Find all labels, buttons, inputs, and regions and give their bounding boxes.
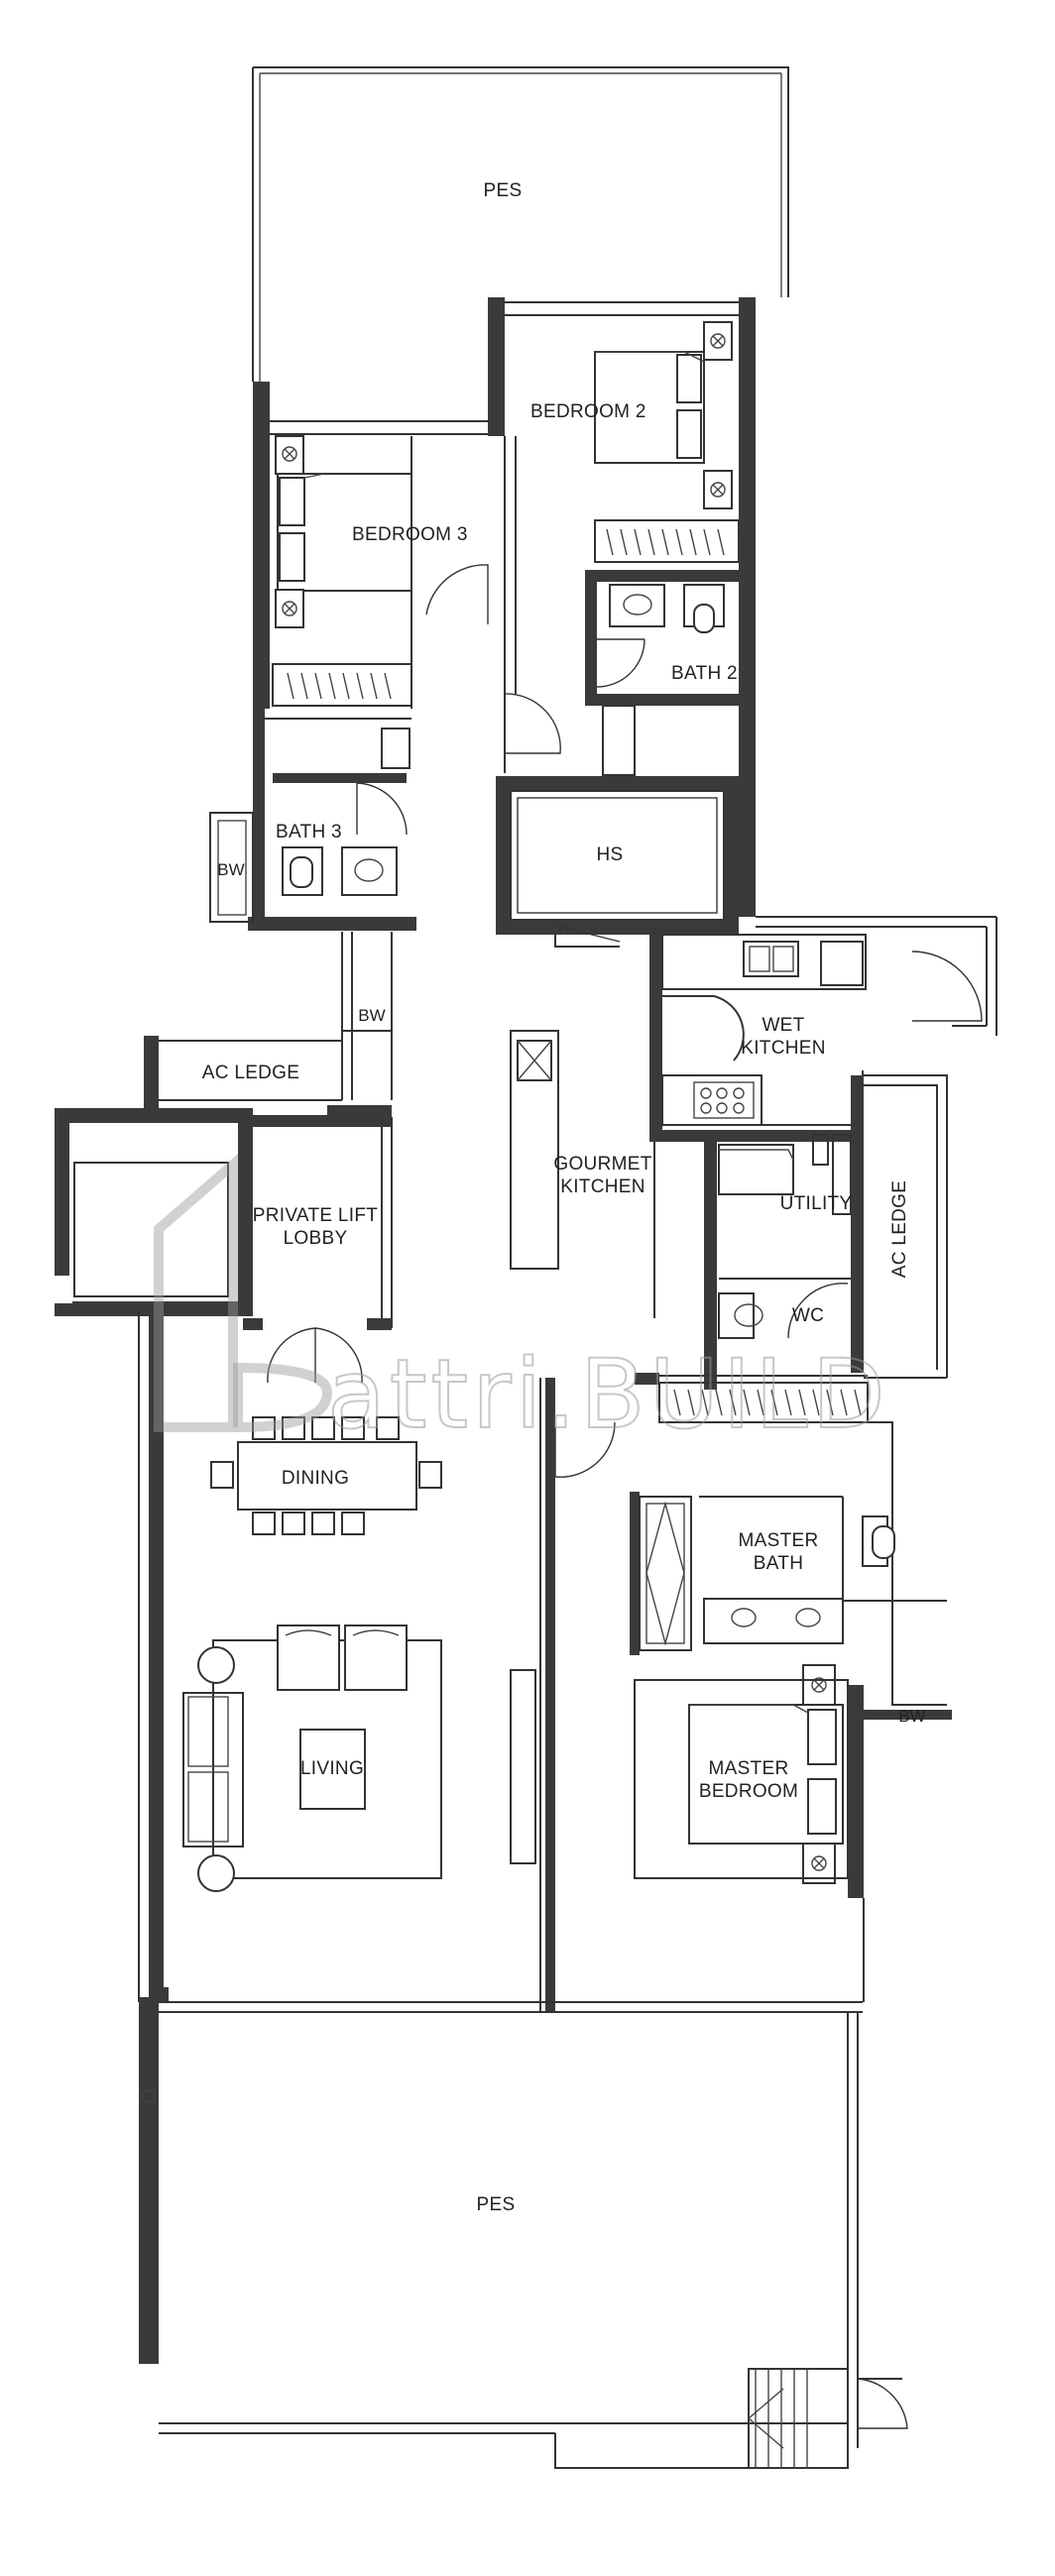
house-outline-icon (154, 1154, 333, 1432)
pes-top-label: PES (484, 180, 523, 201)
living-dining: DINING LIVING (138, 1308, 442, 2002)
ac-ledge-left: AC LEDGE (144, 1036, 392, 1117)
gourmet-kitchen: GOURMET KITCHEN (510, 932, 655, 1318)
hs-room: HS (496, 776, 739, 948)
wet-kitchen-label-1: WET (762, 1015, 804, 1036)
bw-right-label: BW (898, 1707, 925, 1726)
pes-top-area (252, 66, 789, 382)
master-bath-label-2: BATH (754, 1553, 803, 1574)
dining-label: DINING (282, 1468, 349, 1489)
master-entry (539, 1378, 616, 2012)
living-label: LIVING (300, 1758, 364, 1779)
master-bedroom-label-2: BEDROOM (699, 1781, 798, 1802)
bw-corridor-label: BW (358, 1006, 385, 1025)
watermark-text: attri.BUILD (327, 1339, 889, 1450)
bedroom-3-room: BEDROOM 3 (253, 382, 489, 709)
bedroom-2-room: BEDROOM 2 (488, 297, 756, 773)
master-bedroom: MASTER BEDROOM (510, 1664, 865, 2002)
private-lift (45, 1108, 253, 1316)
gourmet-kitchen-label-1: GOURMET (553, 1154, 651, 1175)
corridor-walls: BW (341, 693, 561, 1100)
bedroom-3-label: BEDROOM 3 (352, 524, 468, 545)
bath-2-room: BATH 2 (585, 570, 739, 776)
private-lift-lobby-label-2: LOBBY (284, 1228, 348, 1249)
private-lift-lobby: PRIVATE LIFT LOBBY (243, 1115, 393, 1384)
master-bath: MASTER BATH BW (630, 1492, 952, 1726)
pes-bottom-label: PES (477, 2194, 516, 2215)
ac-ledge-right-label: AC LEDGE (889, 1180, 910, 1279)
ac-ledge-left-label: AC LEDGE (202, 1063, 300, 1083)
bath-2-label: BATH 2 (671, 663, 738, 684)
master-bath-label-1: MASTER (739, 1530, 819, 1551)
pes-bottom-area: PES (139, 1987, 908, 2469)
watermark: attri.BUILD (154, 1154, 889, 1451)
bw-left-label: BW (217, 860, 244, 879)
master-wardrobe (635, 1373, 947, 1706)
utility-label: UTILITY (780, 1193, 853, 1214)
bath-3-room: BATH 3 BW (209, 709, 416, 931)
master-bedroom-label-1: MASTER (709, 1758, 789, 1779)
wet-kitchen-label-2: KITCHEN (741, 1038, 826, 1059)
bath-3-label: BATH 3 (276, 822, 342, 842)
utility-room: UTILITY WC (704, 1075, 864, 1390)
hs-label: HS (597, 844, 624, 865)
bedroom-2-label: BEDROOM 2 (530, 401, 646, 422)
wc-label: WC (792, 1305, 824, 1326)
private-lift-lobby-label-1: PRIVATE LIFT (253, 1205, 379, 1226)
wet-kitchen: WET KITCHEN (649, 535, 997, 1142)
ac-ledge-right: AC LEDGE (864, 1074, 948, 1379)
gourmet-kitchen-label-2: KITCHEN (560, 1176, 645, 1197)
dining-table (237, 1441, 417, 1511)
